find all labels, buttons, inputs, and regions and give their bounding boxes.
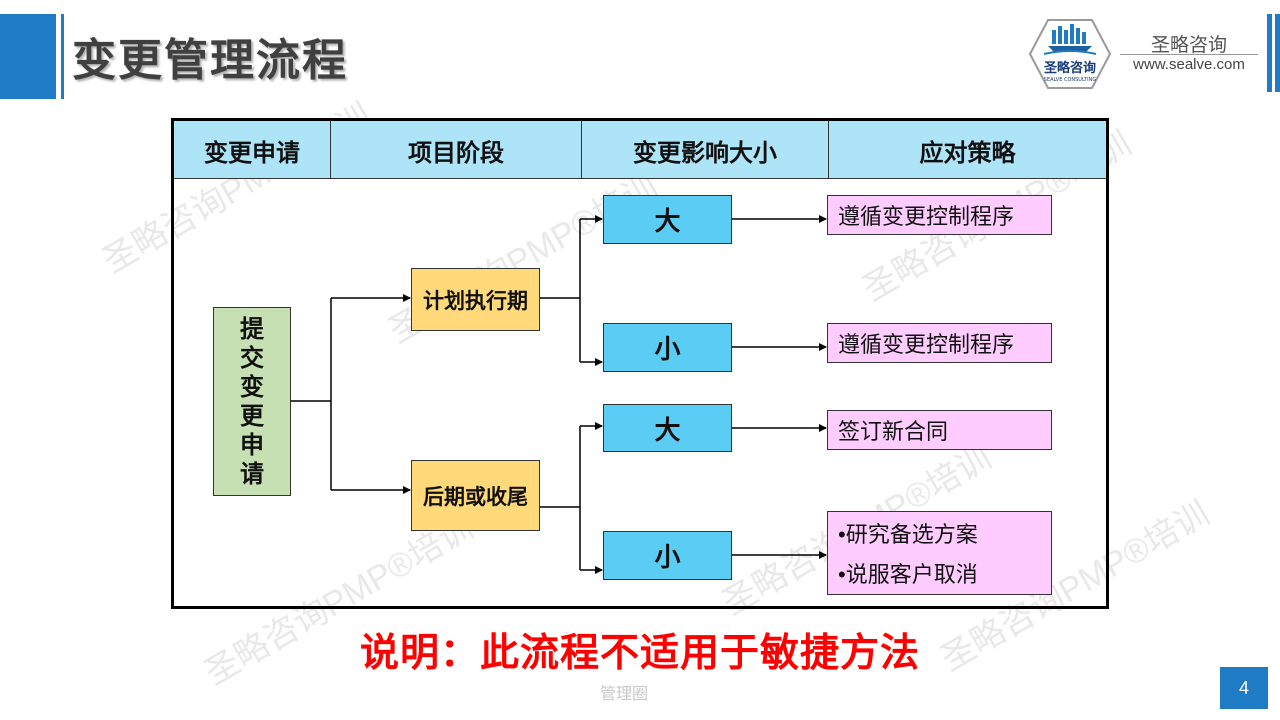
impact-small-box: 小 bbox=[603, 323, 732, 372]
impact-large-box: 大 bbox=[603, 195, 732, 244]
accent-line-left bbox=[61, 14, 64, 99]
strategy-box-alternatives: •研究备选方案 •说服客户取消 bbox=[827, 511, 1052, 595]
header-project-phase: 项目阶段 bbox=[408, 139, 504, 167]
impact-large-box: 大 bbox=[603, 404, 732, 452]
page-number: 4 bbox=[1220, 667, 1268, 709]
note-text: 说明：此流程不适用于敏捷方法 bbox=[359, 632, 920, 675]
phase-late-box: 后期或收尾 bbox=[411, 460, 540, 531]
logo-text: 圣略咨询 bbox=[1044, 60, 1096, 76]
submit-change-request-box: 提交变更申请 bbox=[213, 307, 291, 496]
header-impact-size: 变更影响大小 bbox=[633, 139, 777, 167]
accent-bar-left bbox=[0, 14, 56, 99]
header-strategy: 应对策略 bbox=[919, 139, 1016, 167]
impact-small-box: 小 bbox=[603, 531, 732, 580]
process-table-frame bbox=[171, 118, 1109, 609]
brand-url: www.sealve.com bbox=[1133, 56, 1245, 73]
header-change-request: 变更申请 bbox=[204, 139, 300, 167]
header-divider bbox=[581, 121, 582, 179]
strategy-bullet: •研究备选方案 bbox=[838, 522, 978, 547]
logo-subtext: SEALVE CONSULTING bbox=[1044, 77, 1097, 83]
accent-bar-right bbox=[1267, 14, 1272, 92]
header-divider bbox=[330, 121, 331, 179]
accent-bar-right-outer bbox=[1275, 14, 1280, 92]
brand-name: 圣略咨询 bbox=[1150, 35, 1227, 56]
strategy-bullet: •说服客户取消 bbox=[838, 562, 978, 587]
strategy-box-follow-control: 遵循变更控制程序 bbox=[827, 323, 1052, 363]
slide-title: 变更管理流程 bbox=[72, 36, 348, 85]
strategy-box-follow-control: 遵循变更控制程序 bbox=[827, 195, 1052, 235]
phase-execution-box: 计划执行期 bbox=[411, 268, 540, 331]
company-logo: 圣略咨询 SEALVE CONSULTING bbox=[1028, 19, 1112, 89]
table-header-row bbox=[174, 121, 1106, 179]
strategy-box-new-contract: 签订新合同 bbox=[827, 410, 1052, 450]
submit-change-request-label: 提交变更申请 bbox=[240, 315, 264, 488]
brand-divider bbox=[1120, 54, 1258, 55]
footer-watermark: 管理圈 bbox=[600, 686, 649, 703]
header-divider bbox=[828, 121, 829, 179]
